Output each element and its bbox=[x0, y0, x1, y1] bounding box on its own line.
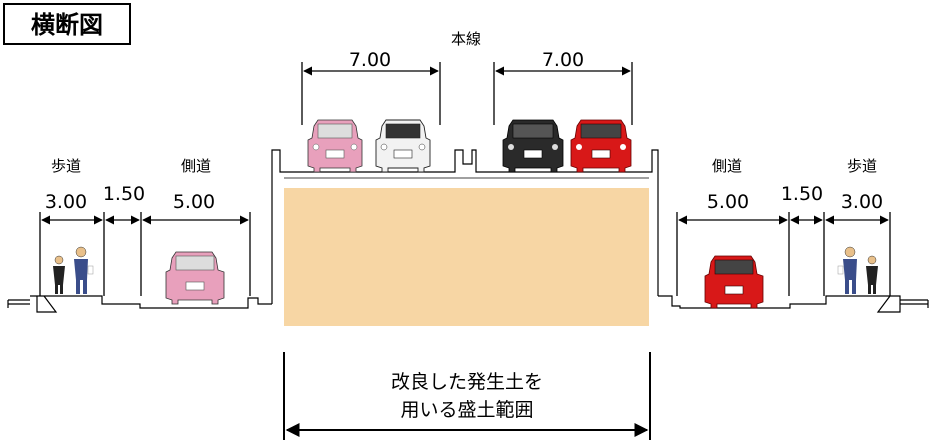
car-white-main bbox=[375, 119, 431, 173]
right-sidewalk-label: 歩道 bbox=[847, 157, 877, 175]
embankment-area bbox=[284, 188, 649, 326]
left-side-road-label: 側道 bbox=[181, 157, 211, 175]
pedestrians-right bbox=[837, 246, 878, 294]
right-side-road-label: 側道 bbox=[712, 157, 742, 175]
car-pink-left-side-road bbox=[165, 251, 225, 305]
car-red-main bbox=[570, 119, 632, 173]
right-sidewalk-width: 3.00 bbox=[841, 191, 883, 213]
main-line-dimensions bbox=[301, 62, 633, 125]
embankment-extent-arrow bbox=[283, 352, 651, 440]
main-line-width-left: 7.00 bbox=[349, 49, 391, 71]
road-profile bbox=[7, 149, 929, 313]
main-line-width-right: 7.00 bbox=[542, 49, 584, 71]
car-black-main bbox=[502, 119, 564, 173]
left-side-road-width: 5.00 bbox=[173, 191, 215, 213]
left-sidewalk-width: 3.00 bbox=[45, 191, 87, 213]
main-line-label: 本線 bbox=[451, 30, 481, 48]
embankment-caption-line2: 用いる盛土範囲 bbox=[400, 399, 533, 421]
embankment-caption-line1: 改良した発生土を bbox=[391, 371, 543, 393]
right-buffer-width: 1.50 bbox=[781, 183, 823, 205]
left-buffer-width: 1.50 bbox=[103, 183, 145, 205]
title-text: 横断図 bbox=[31, 11, 103, 39]
car-pink-main bbox=[307, 119, 363, 173]
car-red-right-side-road bbox=[704, 255, 764, 309]
pedestrians-left bbox=[53, 246, 94, 294]
left-side-dimensions bbox=[39, 212, 251, 296]
right-side-dimensions bbox=[676, 212, 891, 296]
right-side-road-width: 5.00 bbox=[707, 191, 749, 213]
left-sidewalk-label: 歩道 bbox=[51, 157, 81, 175]
title-box bbox=[3, 3, 131, 45]
